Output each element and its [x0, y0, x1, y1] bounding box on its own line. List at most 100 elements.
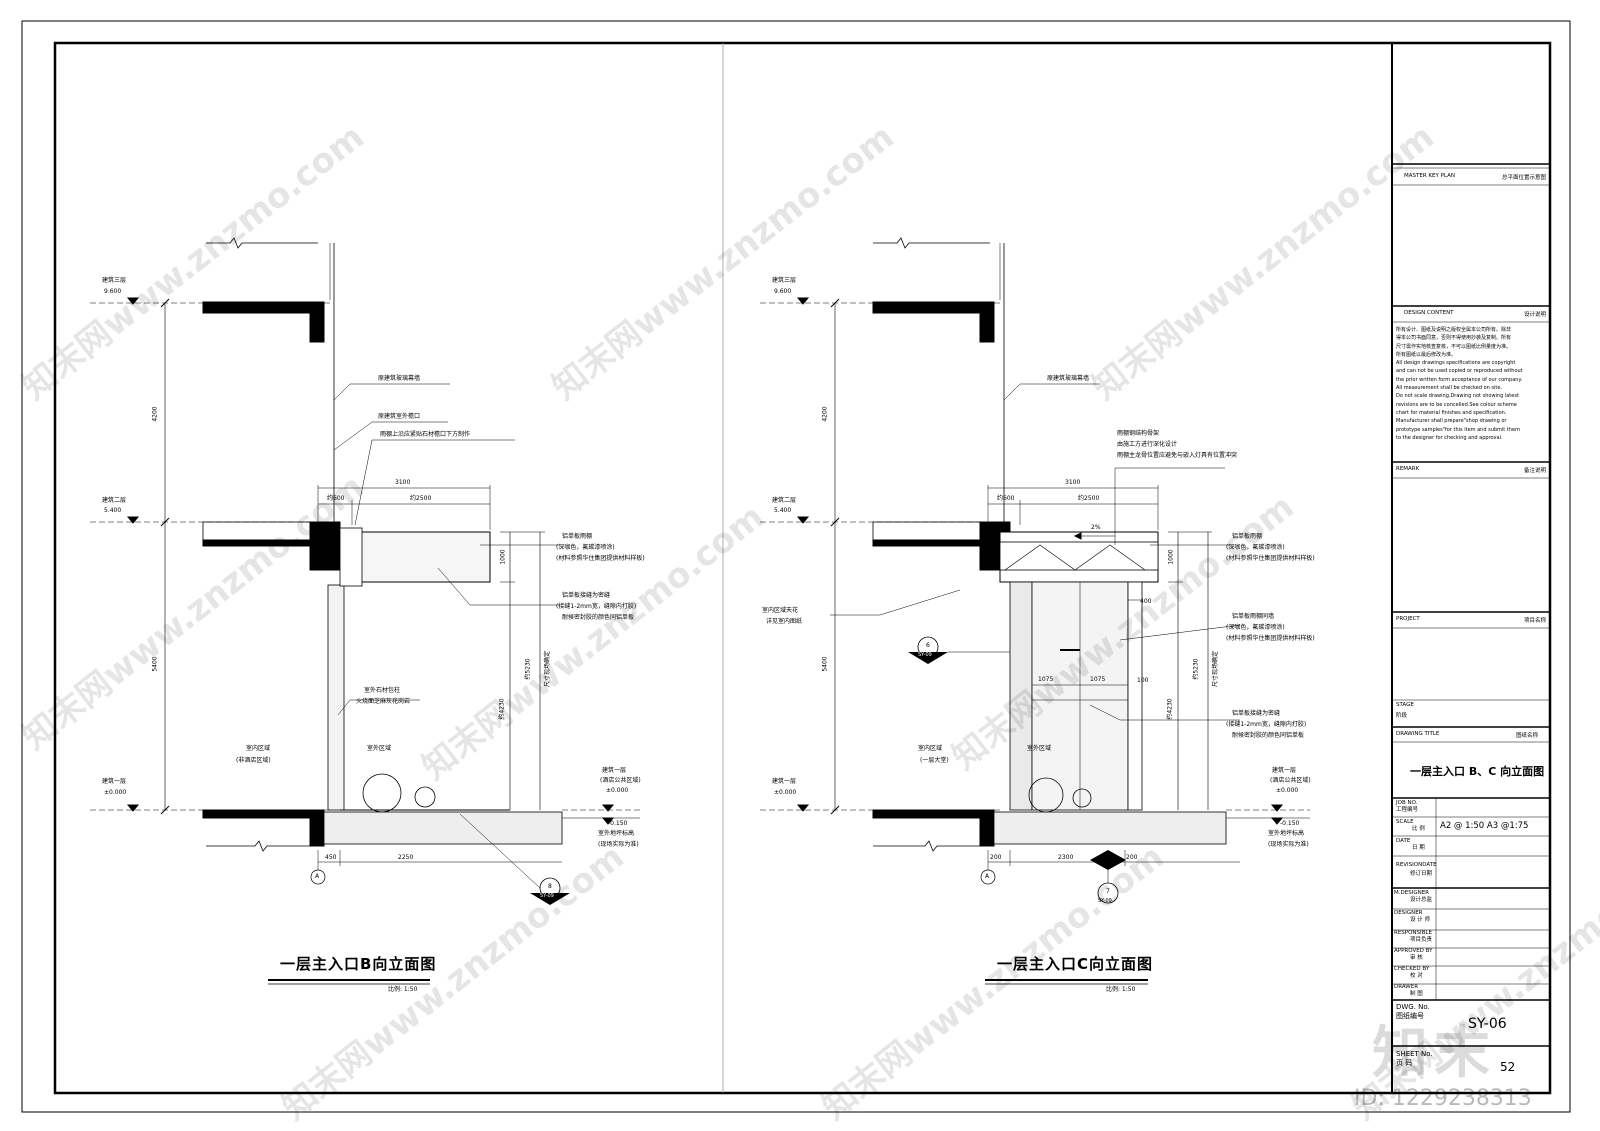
c-size-note: 尺寸现场确定 — [1212, 650, 1220, 688]
note-indoor-2: (非酒店区域) — [236, 757, 271, 764]
c-note-indoor-1: 室内区域 — [918, 745, 943, 752]
project-cn: 项目名称 — [1524, 618, 1547, 624]
dwg-no-value: SY-06 — [1468, 1016, 1507, 1032]
callout-6-ref: SY-09 — [918, 652, 932, 658]
level-name-1f: 建筑一层 — [102, 778, 127, 785]
sheet-no-label: SHEET No. 页 码 — [1396, 1050, 1433, 1067]
c-d100: 100 — [1137, 677, 1149, 684]
remark-label: REMARK — [1396, 466, 1420, 472]
watermark-id: ID: 1229238313 — [1354, 1086, 1532, 1111]
canopy-height: 1000 — [499, 549, 507, 565]
watermark-logo: 知末 — [1372, 1021, 1496, 1086]
elevation-c — [760, 237, 1310, 985]
level-name-2f: 建筑二层 — [102, 497, 127, 504]
callout-7-num: 7 — [1106, 888, 1110, 895]
stage-label: STAGE — [1396, 702, 1414, 708]
level-value-3f: 9.600 — [104, 288, 122, 295]
c-ground-label-1: 室外地坪标高 — [1268, 830, 1305, 837]
view-scale-b: 比例: 1:50 — [388, 986, 418, 993]
approx-5230: 约5230 — [524, 658, 532, 680]
scale-value: A2 @ 1:50 A3 @1:75 — [1440, 821, 1529, 831]
c-level-name-2f: 建筑二层 — [772, 497, 797, 504]
c-note-seam-1: 铝单板接缝为密缝 — [1232, 710, 1281, 717]
view-title-c: 一层主入口C向立面图 — [997, 955, 1154, 973]
note-curtain-wall: 原建筑玻璃幕墙 — [378, 375, 421, 382]
note-canopy-3: (材料参照华住集团提供材料样板) — [556, 555, 645, 562]
c-note-wall-2: (深咖色，氟碳漆喷涂) — [1226, 624, 1285, 631]
vdim-5400: 5400 — [151, 656, 159, 672]
c-vdim-5400: 5400 — [821, 656, 829, 672]
ground-label-2: (现场实际为准) — [598, 841, 639, 848]
sheet-no-value: 52 — [1500, 1060, 1516, 1074]
c-hdim-bottom-b: 2300 — [1058, 854, 1074, 861]
c-note-steel-3: 雨棚主龙骨位置应避免与嵌入灯具有位置冲突 — [1117, 452, 1238, 459]
c-note-outdoor: 室外区域 — [1027, 745, 1052, 752]
c-note-steel-1: 雨棚钢结构骨架 — [1117, 430, 1160, 437]
outer-frame — [21, 20, 1571, 1113]
c-level-value-1f: ±0.000 — [774, 789, 797, 796]
c-level-name-1f: 建筑一层 — [772, 778, 797, 785]
note-column-2: 火烧面芝麻灰花岗岩 — [356, 698, 411, 705]
stage-cn: 阶段 — [1396, 713, 1408, 719]
c-grid-axis-a: A — [985, 873, 990, 880]
callout-7-ref: SY-09 — [1098, 898, 1112, 904]
right-level-value: ±0.000 — [606, 787, 629, 794]
job-no-label: JOB NO. 工程编号 — [1396, 800, 1419, 813]
design-content-cn: 设计说明 — [1524, 312, 1547, 318]
grid-axis-a: A — [315, 873, 320, 880]
note-seam-2: (接缝1-2mm宽，缝隙内打胶) — [556, 603, 637, 610]
c-hdim-a: 约600 — [997, 495, 1015, 502]
view-scale-c: 比例: 1:50 — [1106, 986, 1136, 993]
dwg-no-label: DWG. No. 图纸编号 — [1396, 1003, 1430, 1020]
c-note-canopy-1: 铝单板雨棚 — [1232, 533, 1263, 540]
callout-8-num: 8 — [548, 883, 552, 890]
callout-8-ref: SY-09 — [540, 893, 554, 899]
c-note-seam-3: 耐候密封胶的颜色同铝单板 — [1232, 732, 1305, 739]
c-level-name-3f: 建筑三层 — [772, 277, 797, 284]
title-block-grid — [1392, 163, 1550, 1047]
level-value-2f: 5.400 — [104, 507, 122, 514]
note-indoor-1: 室内区域 — [246, 745, 271, 752]
c-note-ceiling-1: 室内区域天花 — [762, 607, 799, 614]
size-note: 尺寸现场确定 — [544, 650, 552, 688]
c-note-wall-1: 铝单板雨棚同墙 — [1232, 613, 1275, 620]
hdim-b: 约2500 — [410, 495, 432, 502]
project-label: PROJECT — [1396, 616, 1420, 622]
note-column-1: 室外石材包柱 — [364, 687, 401, 694]
drawing-title-cn: 图纸名称 — [1516, 733, 1539, 739]
c-w1: 1075 — [1038, 676, 1054, 683]
note-seam-1: 铝单板接缝为密缝 — [562, 592, 611, 599]
design-content-label: DESIGN CONTENT — [1404, 310, 1454, 316]
c-hdim-bottom-a: 200 — [990, 854, 1002, 861]
note-canopy-1: 铝单板雨棚 — [562, 533, 593, 540]
drawing-title-label: DRAWING TITLE — [1396, 731, 1440, 737]
note-canopy-2: (深咖色，氟碳漆喷涂) — [556, 544, 615, 551]
c-vdim-4200: 4200 — [821, 406, 829, 422]
c-right-level-value: ±0.000 — [1276, 787, 1299, 794]
c-note-steel-2: 由施工方进行深化设计 — [1117, 441, 1178, 448]
date-label: DATE 日 期 — [1396, 838, 1425, 851]
hdim-total: 3100 — [395, 479, 411, 486]
c-canopy-height: 1000 — [1167, 549, 1175, 565]
note-eave: 原建筑室外檐口 — [378, 413, 421, 420]
c-right-level-sub: (酒店公共区域) — [1270, 777, 1311, 784]
level-name-3f: 建筑三层 — [102, 277, 127, 284]
elevation-b — [90, 237, 640, 985]
right-level-sub: (酒店公共区域) — [600, 777, 641, 784]
c-d400: 400 — [1140, 598, 1152, 605]
note-outdoor: 室外区域 — [367, 745, 392, 752]
people-list: M.DESIGNER 设计总监 DESIGNER 设 计 师 RESPONSIB… — [1394, 890, 1433, 997]
c-note-indoor-2: (一层大堂) — [920, 757, 949, 764]
c-approx-4230: 约4230 — [1166, 698, 1174, 720]
remark-cn: 备注说明 — [1524, 468, 1547, 474]
ground-value: -0.150 — [608, 820, 628, 827]
c-note-seam-2: (接缝1-2mm宽，缝隙内打胶) — [1226, 721, 1307, 728]
c-hdim-bottom-c: 200 — [1126, 854, 1138, 861]
view-title-b: 一层主入口B向立面图 — [280, 955, 437, 973]
callout-6-num: 6 — [926, 642, 930, 649]
c-right-level-name: 建筑一层 — [1272, 767, 1297, 774]
revision-label: REVISIONDATE 修订日期 — [1396, 862, 1437, 877]
note-eave-detail: 雨棚上沿应紧贴石材檐口下方制作 — [380, 431, 471, 438]
c-note-canopy-2: (深咖色，氟碳漆喷涂) — [1226, 544, 1285, 551]
